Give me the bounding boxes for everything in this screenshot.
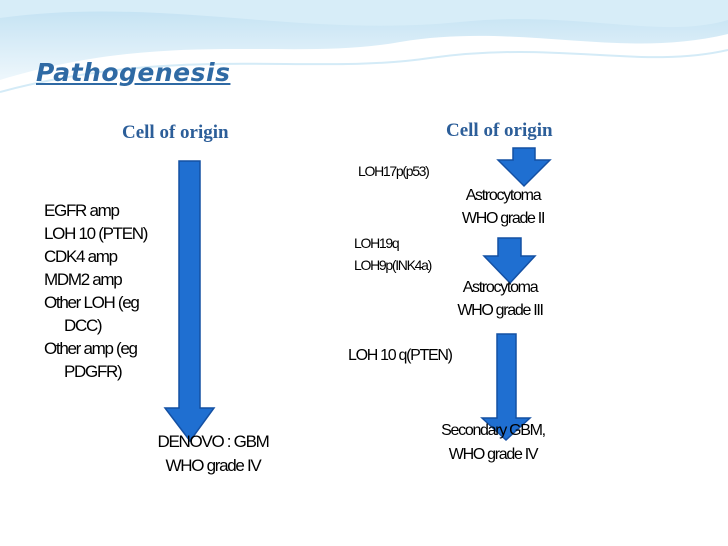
slide-title: Pathogenesis (36, 58, 231, 87)
outcome-line: WHO grade IV (448, 446, 539, 463)
alteration-line: LOH9p(INK4a) (354, 257, 432, 273)
stage-line: WHO grade II (461, 210, 546, 227)
primary-alterations-list: EGFR amp LOH 10 (PTEN) CDK4 amp MDM2 amp… (44, 199, 148, 383)
list-item: Other amp (eg (44, 339, 138, 358)
list-item: Other LOH (eg (44, 293, 140, 312)
list-item: MDM2 amp (44, 270, 123, 289)
right-cell-of-origin-heading: Cell of origin (446, 120, 553, 141)
list-item: PDGFR) (64, 362, 123, 381)
decorative-wave-header (0, 0, 728, 120)
secondary-gbm-outcome: Secondary GBM, WHO grade IV (418, 419, 568, 467)
stage-line: Astrocytoma (465, 187, 542, 204)
arrow-down-icon (163, 160, 216, 443)
stage-line: Astrocytoma (462, 279, 539, 296)
arrow-down-icon (496, 147, 552, 188)
outcome-line: Secondary GBM, (441, 422, 546, 439)
alteration-line: LOH19q (354, 235, 400, 251)
step3-alteration: LOH 10 q(PTEN) (348, 347, 453, 364)
list-item: EGFR amp (44, 201, 120, 220)
list-item: LOH 10 (PTEN) (44, 224, 148, 243)
arrow-down-icon (480, 333, 532, 442)
arrow-down-icon (482, 237, 537, 285)
step2-alterations: LOH19q LOH9p(INK4a) (354, 232, 432, 276)
outcome-line: WHO grade IV (165, 456, 262, 475)
list-item: CDK4 amp (44, 247, 118, 266)
step1-alteration: LOH17p(p53) (358, 163, 430, 179)
stage2-astrocytoma: Astrocytoma WHO grade III (436, 276, 564, 322)
stage1-astrocytoma: Astrocytoma WHO grade II (440, 184, 566, 230)
outcome-line: DENOVO : GBM (157, 432, 270, 451)
list-item: DCC) (64, 316, 103, 335)
left-cell-of-origin-heading: Cell of origin (122, 122, 229, 143)
stage-line: WHO grade III (457, 302, 544, 319)
primary-gbm-outcome: DENOVO : GBM WHO grade IV (138, 430, 288, 478)
